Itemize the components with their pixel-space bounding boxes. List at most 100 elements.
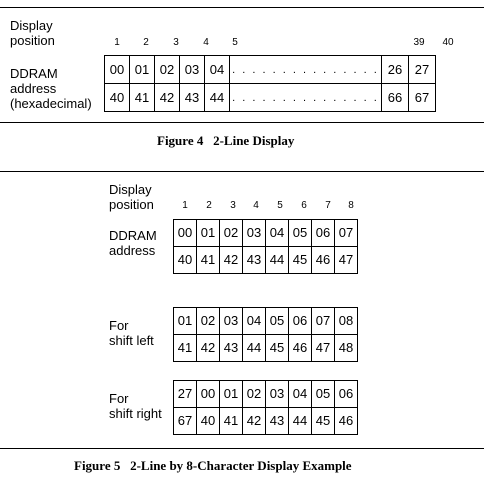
table-cell: 01 <box>219 380 243 408</box>
table-cell: 40 <box>173 246 197 274</box>
table-cell: 02 <box>242 380 266 408</box>
table-row: 41 42 43 44 45 46 47 48 <box>173 334 358 362</box>
table-row: 00 01 02 03 04 05 06 07 <box>173 219 358 247</box>
fig4-position-number: 40 <box>442 37 454 48</box>
ellipsis-cell: . . . . . . . . . . . . . . . <box>229 83 382 112</box>
table-cell: 02 <box>196 307 220 335</box>
table-cell: 01 <box>129 55 155 84</box>
fig5-top-rule <box>0 171 484 172</box>
table-cell: 27 <box>408 55 436 84</box>
table-cell: 04 <box>288 380 312 408</box>
table-cell: 00 <box>173 219 197 247</box>
fig4-position-number: 2 <box>143 37 149 48</box>
table-cell: 41 <box>173 334 197 362</box>
table-cell: 00 <box>104 55 130 84</box>
fig5-shift-left-table: 01 02 03 04 05 06 07 08 41 42 43 44 45 4… <box>173 307 358 362</box>
table-cell: 45 <box>311 407 335 435</box>
top-rule <box>0 7 484 8</box>
table-cell: 44 <box>242 334 266 362</box>
table-cell: 01 <box>196 219 220 247</box>
fig4-bottom-rule <box>0 122 484 123</box>
fig5-position-number: 7 <box>325 200 331 211</box>
fig5-ddram-table: 00 01 02 03 04 05 06 07 40 41 42 43 44 4… <box>173 219 358 274</box>
table-cell: 07 <box>311 307 335 335</box>
fig4-position-number: 39 <box>413 37 425 48</box>
table-row: 00 01 02 03 04 . . . . . . . . . . . . .… <box>104 55 436 84</box>
fig5-position-number: 2 <box>206 200 212 211</box>
fig5-position-number: 3 <box>230 200 236 211</box>
fig4-position-number: 1 <box>114 37 120 48</box>
table-cell: 02 <box>219 219 243 247</box>
fig5-shift-right-table: 27 00 01 02 03 04 05 06 67 40 41 42 43 4… <box>173 380 358 435</box>
fig4-position-number: 3 <box>173 37 179 48</box>
fig4-position-number: 5 <box>232 37 238 48</box>
table-cell: 46 <box>311 246 335 274</box>
fig4-ddram-address-label: DDRAM address (hexadecimal) <box>10 66 92 111</box>
fig4-ddram-table: 00 01 02 03 04 . . . . . . . . . . . . .… <box>104 55 436 112</box>
table-row: 40 41 42 43 44 . . . . . . . . . . . . .… <box>104 83 436 112</box>
table-cell: 06 <box>288 307 312 335</box>
fig5-position-number: 4 <box>253 200 259 211</box>
table-cell: 02 <box>154 55 180 84</box>
fig5-position-number: 5 <box>277 200 283 211</box>
table-cell: 26 <box>381 55 409 84</box>
table-cell: 04 <box>204 55 230 84</box>
fig4-display-position-label: Display position <box>10 18 55 48</box>
table-cell: 45 <box>265 334 289 362</box>
table-cell: 03 <box>179 55 205 84</box>
table-cell: 46 <box>288 334 312 362</box>
table-cell: 05 <box>311 380 335 408</box>
table-cell: 04 <box>265 219 289 247</box>
fig5-shift-left-label: For shift left <box>109 318 154 348</box>
table-cell: 42 <box>154 83 180 112</box>
table-cell: 03 <box>219 307 243 335</box>
table-cell: 46 <box>334 407 358 435</box>
fig4-position-number: 4 <box>203 37 209 48</box>
ellipsis-cell: . . . . . . . . . . . . . . . <box>229 55 382 84</box>
table-row: 27 00 01 02 03 04 05 06 <box>173 380 358 408</box>
table-cell: 43 <box>179 83 205 112</box>
fig5-position-number: 1 <box>182 200 188 211</box>
table-cell: 67 <box>173 407 197 435</box>
table-cell: 27 <box>173 380 197 408</box>
table-row: 01 02 03 04 05 06 07 08 <box>173 307 358 335</box>
fig5-bottom-rule <box>0 448 484 449</box>
table-cell: 05 <box>265 307 289 335</box>
fig5-ddram-address-label: DDRAM address <box>109 228 157 258</box>
table-cell: 41 <box>129 83 155 112</box>
table-cell: 45 <box>288 246 312 274</box>
table-cell: 43 <box>219 334 243 362</box>
table-cell: 44 <box>288 407 312 435</box>
table-cell: 41 <box>219 407 243 435</box>
table-cell: 06 <box>334 380 358 408</box>
table-cell: 42 <box>196 334 220 362</box>
table-cell: 04 <box>242 307 266 335</box>
table-row: 67 40 41 42 43 44 45 46 <box>173 407 358 435</box>
fig5-position-number: 6 <box>301 200 307 211</box>
fig5-display-position-label: Display position <box>109 182 154 212</box>
table-cell: 05 <box>288 219 312 247</box>
table-cell: 67 <box>408 83 436 112</box>
table-cell: 07 <box>334 219 358 247</box>
table-cell: 08 <box>334 307 358 335</box>
table-cell: 42 <box>242 407 266 435</box>
table-cell: 42 <box>219 246 243 274</box>
table-row: 40 41 42 43 44 45 46 47 <box>173 246 358 274</box>
table-cell: 48 <box>334 334 358 362</box>
table-cell: 66 <box>381 83 409 112</box>
table-cell: 47 <box>311 334 335 362</box>
table-cell: 40 <box>196 407 220 435</box>
table-cell: 44 <box>204 83 230 112</box>
table-cell: 06 <box>311 219 335 247</box>
table-cell: 43 <box>265 407 289 435</box>
table-cell: 44 <box>265 246 289 274</box>
table-cell: 41 <box>196 246 220 274</box>
table-cell: 03 <box>265 380 289 408</box>
table-cell: 43 <box>242 246 266 274</box>
figure5-caption: Figure 5 2-Line by 8-Character Display E… <box>74 458 352 473</box>
table-cell: 47 <box>334 246 358 274</box>
fig5-position-number: 8 <box>348 200 354 211</box>
table-cell: 00 <box>196 380 220 408</box>
fig5-shift-right-label: For shift right <box>109 391 162 421</box>
table-cell: 40 <box>104 83 130 112</box>
